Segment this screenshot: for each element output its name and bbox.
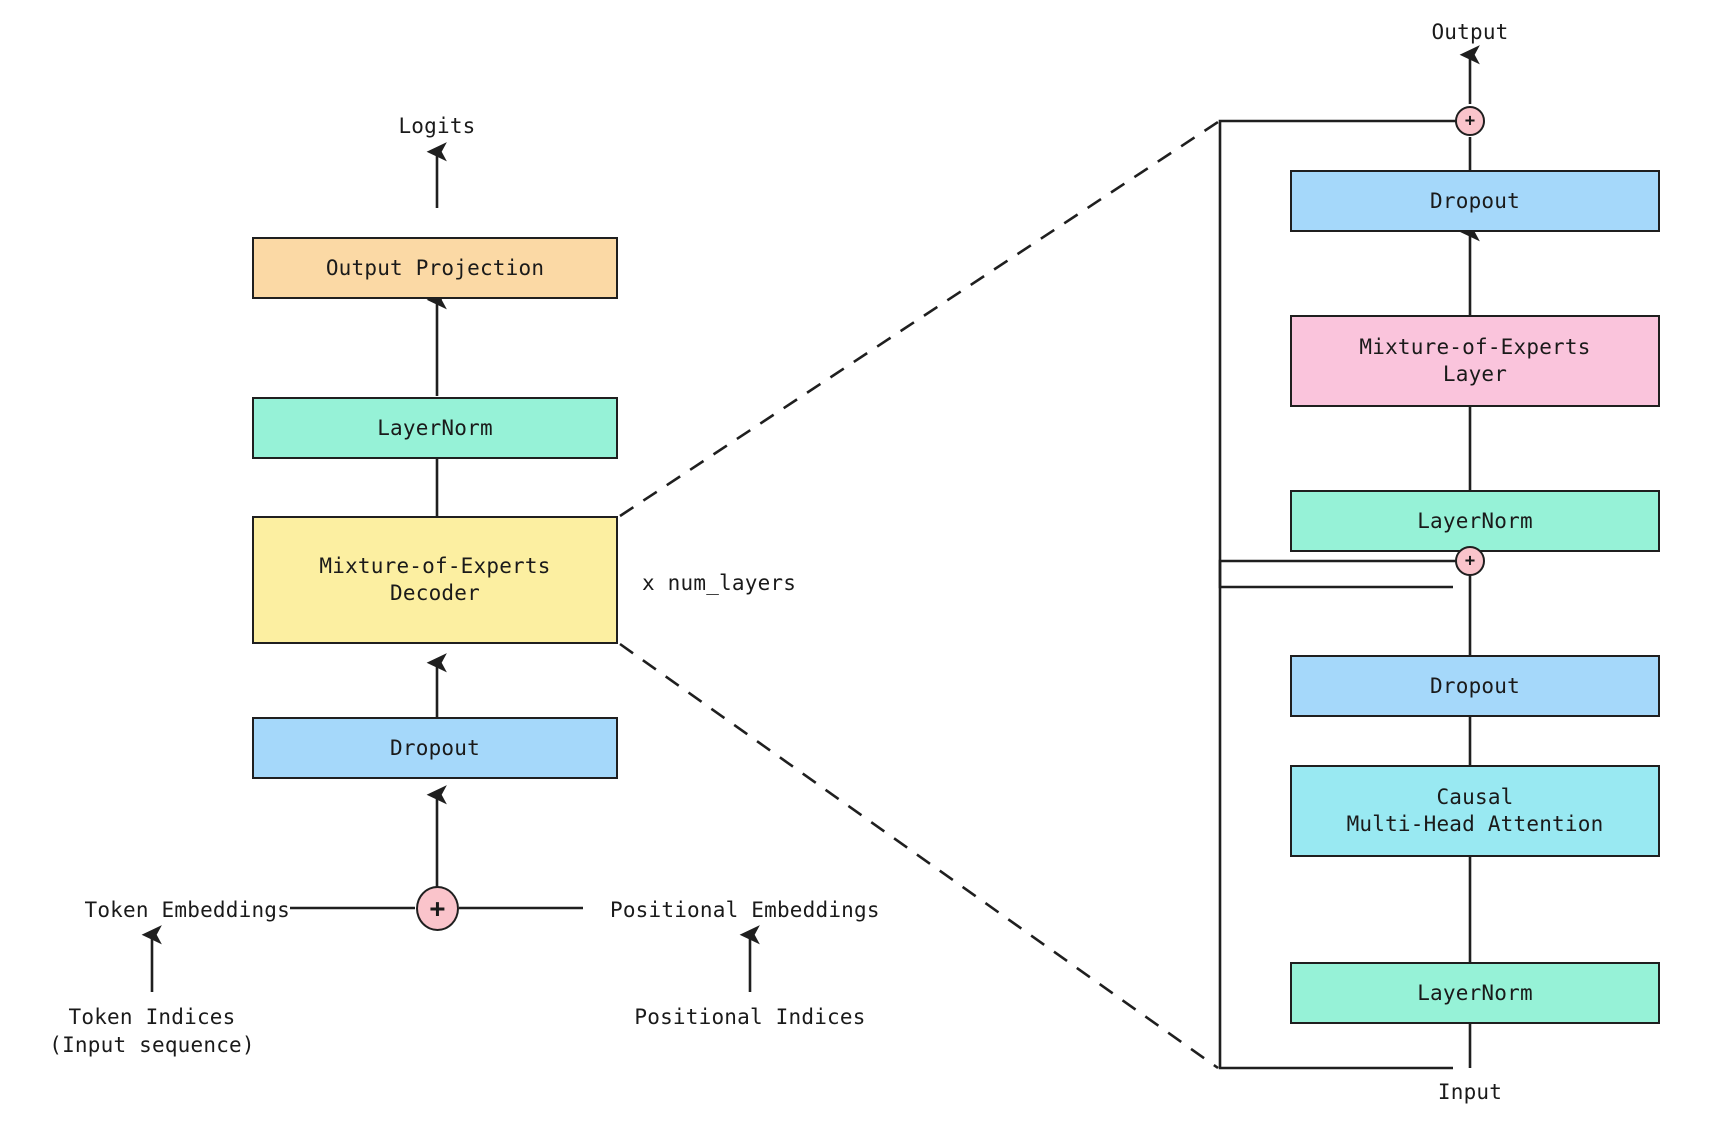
box-layernorm-moe[interactable]: LayerNorm — [1290, 490, 1660, 552]
box-layernorm-attention[interactable]: LayerNorm — [1290, 962, 1660, 1024]
token-embeddings-label: Token Embeddings — [84, 898, 290, 922]
positional-indices-label: Positional Indices — [634, 1005, 866, 1029]
box-causal-attention[interactable]: Causal Multi-Head Attention — [1290, 765, 1660, 857]
box-layernorm-final[interactable]: LayerNorm — [252, 397, 618, 459]
box-moe-layer[interactable]: Mixture-of-Experts Layer — [1290, 315, 1660, 407]
input-label: Input — [1437, 1080, 1503, 1104]
box-moe-decoder[interactable]: Mixture-of-Experts Decoder — [252, 516, 618, 644]
num-layers-label: x num_layers — [642, 571, 797, 595]
residual-adder-lower[interactable]: + — [1455, 546, 1485, 576]
logits-label: Logits — [398, 114, 476, 138]
positional-embeddings-label: Positional Embeddings — [610, 898, 880, 922]
guide-line-top — [619, 120, 1219, 518]
box-dropout-attention[interactable]: Dropout — [1290, 655, 1660, 717]
box-dropout-moe[interactable]: Dropout — [1290, 170, 1660, 232]
residual-adder-upper[interactable]: + — [1455, 106, 1485, 136]
token-indices-label: Token Indices (Input sequence) — [49, 1005, 255, 1058]
embedding-adder[interactable]: + — [416, 886, 459, 931]
box-output-projection[interactable]: Output Projection — [252, 237, 618, 299]
output-label: Output — [1431, 20, 1509, 44]
box-dropout-embedding[interactable]: Dropout — [252, 717, 618, 779]
